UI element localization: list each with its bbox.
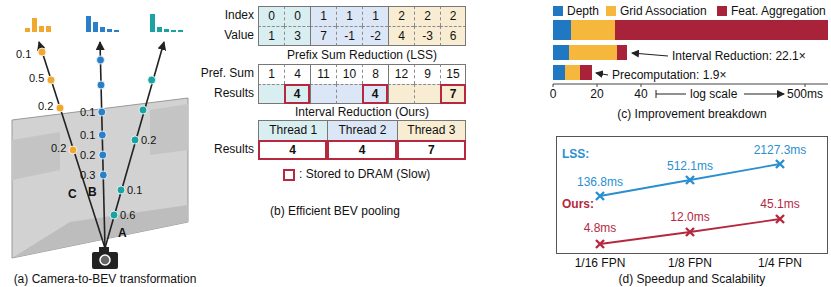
pooling-table: Thread 14Thread 24Thread 37Results [204, 120, 468, 160]
tick-label: 1/4 FPN [758, 257, 802, 270]
table-cell: 1 [310, 6, 336, 26]
tick-label: 20 [590, 88, 603, 101]
value-label: 0.1 [80, 106, 95, 119]
table-cell: -2 [362, 26, 388, 46]
value-label: 0.1 [127, 184, 142, 197]
table-cell: Thread 2 [327, 120, 396, 140]
table-cell: 1 [336, 6, 362, 26]
table-cell: 0 [284, 6, 310, 26]
value-label: 45.1ms [760, 198, 799, 211]
table-cell-empty [310, 84, 336, 104]
value-label: 0.2 [80, 149, 95, 162]
legend-swatch [553, 6, 563, 16]
annotation: Interval Reduction: 22.1× [672, 50, 806, 63]
table-cell: 12 [388, 64, 414, 84]
caption: (c) Improvement breakdown [617, 108, 766, 121]
table-cell-empty [414, 84, 440, 104]
tick-label: 0 [550, 88, 557, 101]
table-cell: 2 [414, 6, 440, 26]
row-label: Pref. Sum [201, 67, 254, 80]
series-name: LSS: [562, 148, 589, 161]
table-cell: 6 [440, 26, 466, 46]
tick-label: 500ms [787, 88, 823, 101]
axis-note: log scale [690, 88, 737, 101]
value-label: 0.5 [29, 72, 44, 85]
table-cell: 1 [258, 26, 284, 46]
caption: (d) Speedup and Scalability [619, 273, 766, 286]
caption: (b) Efficient BEV pooling [270, 205, 400, 218]
value-label: 4.8ms [584, 222, 617, 235]
value-label: 136.8ms [577, 176, 623, 189]
tick-label: 40 [634, 88, 647, 101]
legend-swatch [606, 6, 616, 16]
chart-frame: LSS: 136.8ms 512.1ms 2127.3msOurs: 4.8ms 12.0… [556, 136, 828, 254]
table-cell: 4 [362, 84, 388, 104]
table-cell: 4 [388, 26, 414, 46]
value-label: 0.2 [38, 100, 53, 113]
pooling-table: IndexValue0103171-11-2242-326 [204, 6, 468, 46]
table-cell: 15 [440, 64, 466, 84]
value-label: 512.1ms [667, 160, 713, 173]
table-cell: 8 [362, 64, 388, 84]
legend-text: Depth [567, 5, 599, 18]
row-label: Results [214, 143, 254, 156]
table-cell: 2 [388, 6, 414, 26]
value-label: 0.3 [80, 169, 95, 182]
row-label: Value [224, 29, 254, 42]
table-cell: 4 [284, 64, 310, 84]
row-label: Results [214, 87, 254, 100]
table-cell-empty [258, 84, 284, 104]
table-cell: Thread 1 [258, 120, 327, 140]
table-cell: 7 [440, 84, 466, 104]
row-label: Index [225, 9, 254, 22]
tick-label: 1/8 FPN [668, 257, 712, 270]
table-cell: 11 [310, 64, 336, 84]
table-cell: 0 [258, 6, 284, 26]
table-cell: 4 [327, 140, 396, 160]
table-cell: Thread 3 [397, 120, 466, 140]
table-cell: 4 [284, 84, 310, 104]
table-cell-empty [336, 84, 362, 104]
section-title: Interval Reduction (Ours) [295, 106, 429, 119]
pooling-table: Pref. SumResults144111084129157 [204, 64, 468, 104]
table-cell: -1 [336, 26, 362, 46]
legend-text: Grid Association [620, 5, 707, 18]
legend-text: Feat. Aggregation [731, 5, 826, 18]
value-label: 0.2 [51, 142, 66, 155]
table-cell: 2 [440, 6, 466, 26]
table-cell: 1 [362, 6, 388, 26]
value-label: 0.1 [16, 48, 31, 61]
table-cell: 10 [336, 64, 362, 84]
value-label: 2127.3ms [754, 144, 807, 157]
legend-swatch [717, 6, 727, 16]
value-label: 0.1 [80, 129, 95, 142]
ray-letter: C [68, 188, 77, 201]
value-label: 0.2 [141, 134, 156, 147]
ray-letter: A [118, 227, 127, 240]
annotation: Precomputation: 1.9× [612, 69, 726, 82]
section-title: Prefix Sum Reduction (LSS) [287, 49, 437, 62]
table-cell: 7 [397, 140, 466, 160]
legend-text: : Stored to DRAM (Slow) [299, 168, 430, 181]
ray-letter: B [88, 186, 97, 199]
value-label: 0.6 [120, 209, 135, 222]
table-cell: 7 [310, 26, 336, 46]
table-cell: 1 [258, 64, 284, 84]
table-cell: 9 [414, 64, 440, 84]
value-label: 12.0ms [670, 211, 709, 224]
table-cell-empty [388, 84, 414, 104]
table-cell: -3 [414, 26, 440, 46]
caption: (a) Camera-to-BEV transformation [14, 273, 197, 286]
series-name: Ours: [562, 198, 594, 211]
legend-sample [283, 169, 295, 181]
table-cell: 4 [258, 140, 327, 160]
tick-label: 1/16 FPN [575, 257, 626, 270]
table-cell: 3 [284, 26, 310, 46]
